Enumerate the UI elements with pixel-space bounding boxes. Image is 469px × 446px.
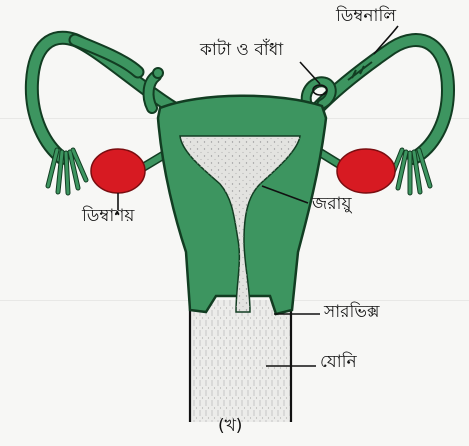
left-stub-cap (153, 68, 163, 78)
figure-caption: (খ) (218, 418, 242, 435)
right-ovary (337, 149, 395, 193)
vagina-texture (190, 300, 290, 422)
fallopian-tube-label: ডিম্বনালি (336, 8, 396, 25)
left-ovary (91, 149, 145, 193)
vagina-label: যোনি (320, 354, 357, 371)
cervix-label: সারভিক্স (324, 304, 380, 321)
ovary-label: ডিম্বাশয় (82, 208, 134, 225)
cut-and-tied-label: কাটা ও বাঁধা (200, 42, 283, 59)
uterus-label: জরায়ু (312, 196, 352, 213)
